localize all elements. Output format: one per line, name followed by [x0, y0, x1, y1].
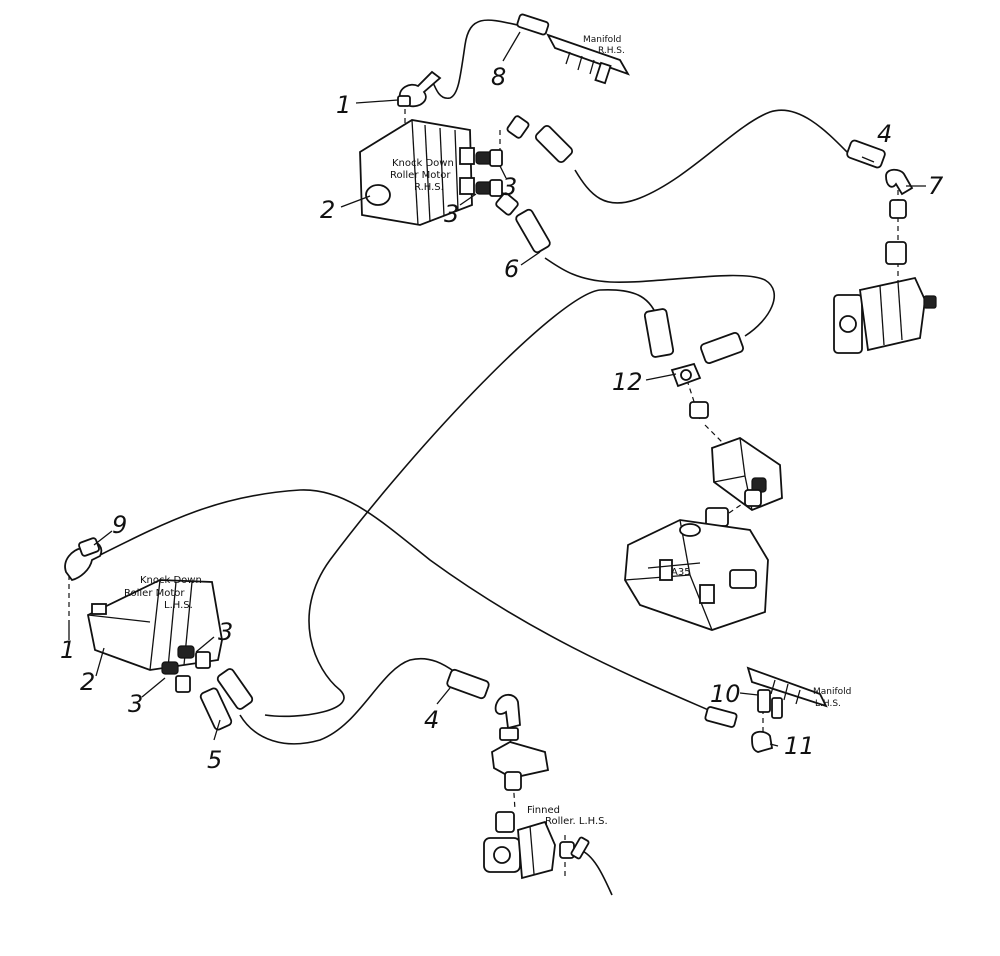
motor-lhs-label-2: Roller Motor — [124, 588, 185, 599]
callout-4-top: 4 — [877, 120, 892, 148]
manifold-lhs: Manifold L.H.S. — [704, 666, 851, 753]
valve-bank-label: A35 — [671, 567, 691, 578]
callout-9: 9 — [112, 511, 127, 539]
hose-lhs-drop — [579, 849, 613, 896]
callout-6: 6 — [504, 255, 519, 283]
callout-2-bottom: 2 — [80, 668, 95, 696]
hose-4-top — [574, 109, 851, 204]
motor-rhs-label-3: R.H.S. — [414, 182, 444, 193]
finned-roller-motor-lhs: Finned Roller. L.H.S. — [446, 668, 608, 880]
manifold-rhs: Manifold R.H.S. — [516, 13, 630, 85]
motor-rhs-label-1: Knock Down — [392, 158, 454, 169]
callout-1-top: 1 — [336, 91, 351, 119]
motor-lhs-label-3: L.H.S. — [164, 600, 193, 611]
callout-3-bottom-b: 3 — [128, 690, 143, 718]
callout-1-bottom: 1 — [60, 636, 75, 664]
knock-down-roller-motor-rhs: Knock Down Roller Motor R.H.S. — [359, 70, 574, 254]
hose-lines — [99, 19, 851, 896]
valve-bank-a35: A35 — [624, 519, 769, 631]
manifold-rhs-label-2: R.H.S. — [598, 46, 625, 56]
callout-numbers: 1 2 3 3 4 6 7 8 12 9 1 2 3 3 4 5 10 11 — [60, 63, 944, 774]
callout-12: 12 — [612, 368, 643, 396]
finned-roller-label-2: Roller. L.H.S. — [545, 816, 608, 827]
manifold-lhs-label-1: Manifold — [813, 687, 851, 697]
hose-6 — [544, 257, 776, 337]
callout-4-bottom: 4 — [424, 706, 439, 734]
motor-rhs-label-2: Roller Motor — [390, 170, 451, 181]
callout-11: 11 — [784, 732, 815, 760]
callout-10: 10 — [710, 680, 741, 708]
hose-8 — [431, 19, 528, 100]
hose-9 — [99, 489, 721, 716]
tee-fitting-12 — [643, 308, 744, 419]
callout-7: 7 — [928, 172, 944, 200]
manifold-lhs-label-2: L.H.S. — [815, 699, 841, 709]
finned-roller-label-1: Finned — [527, 805, 560, 816]
relief-valve-block — [705, 436, 783, 527]
callout-3-bottom-a: 3 — [218, 618, 233, 646]
motor-lhs-label-1: Knock Down — [140, 575, 202, 586]
finned-roller-motor-rhs — [833, 139, 937, 354]
manifold-rhs-label-1: Manifold — [583, 35, 621, 45]
hose-5 — [239, 657, 456, 745]
callout-5: 5 — [207, 746, 222, 774]
callout-3-top-b: 3 — [444, 200, 459, 228]
knock-down-roller-motor-lhs: Knock Down Roller Motor L.H.S. — [64, 537, 254, 731]
callout-3-top-a: 3 — [502, 173, 517, 201]
callout-leaders — [68, 31, 926, 747]
callout-8: 8 — [491, 63, 506, 91]
callout-2-top: 2 — [320, 196, 335, 224]
hose-long-crossing — [264, 289, 659, 718]
